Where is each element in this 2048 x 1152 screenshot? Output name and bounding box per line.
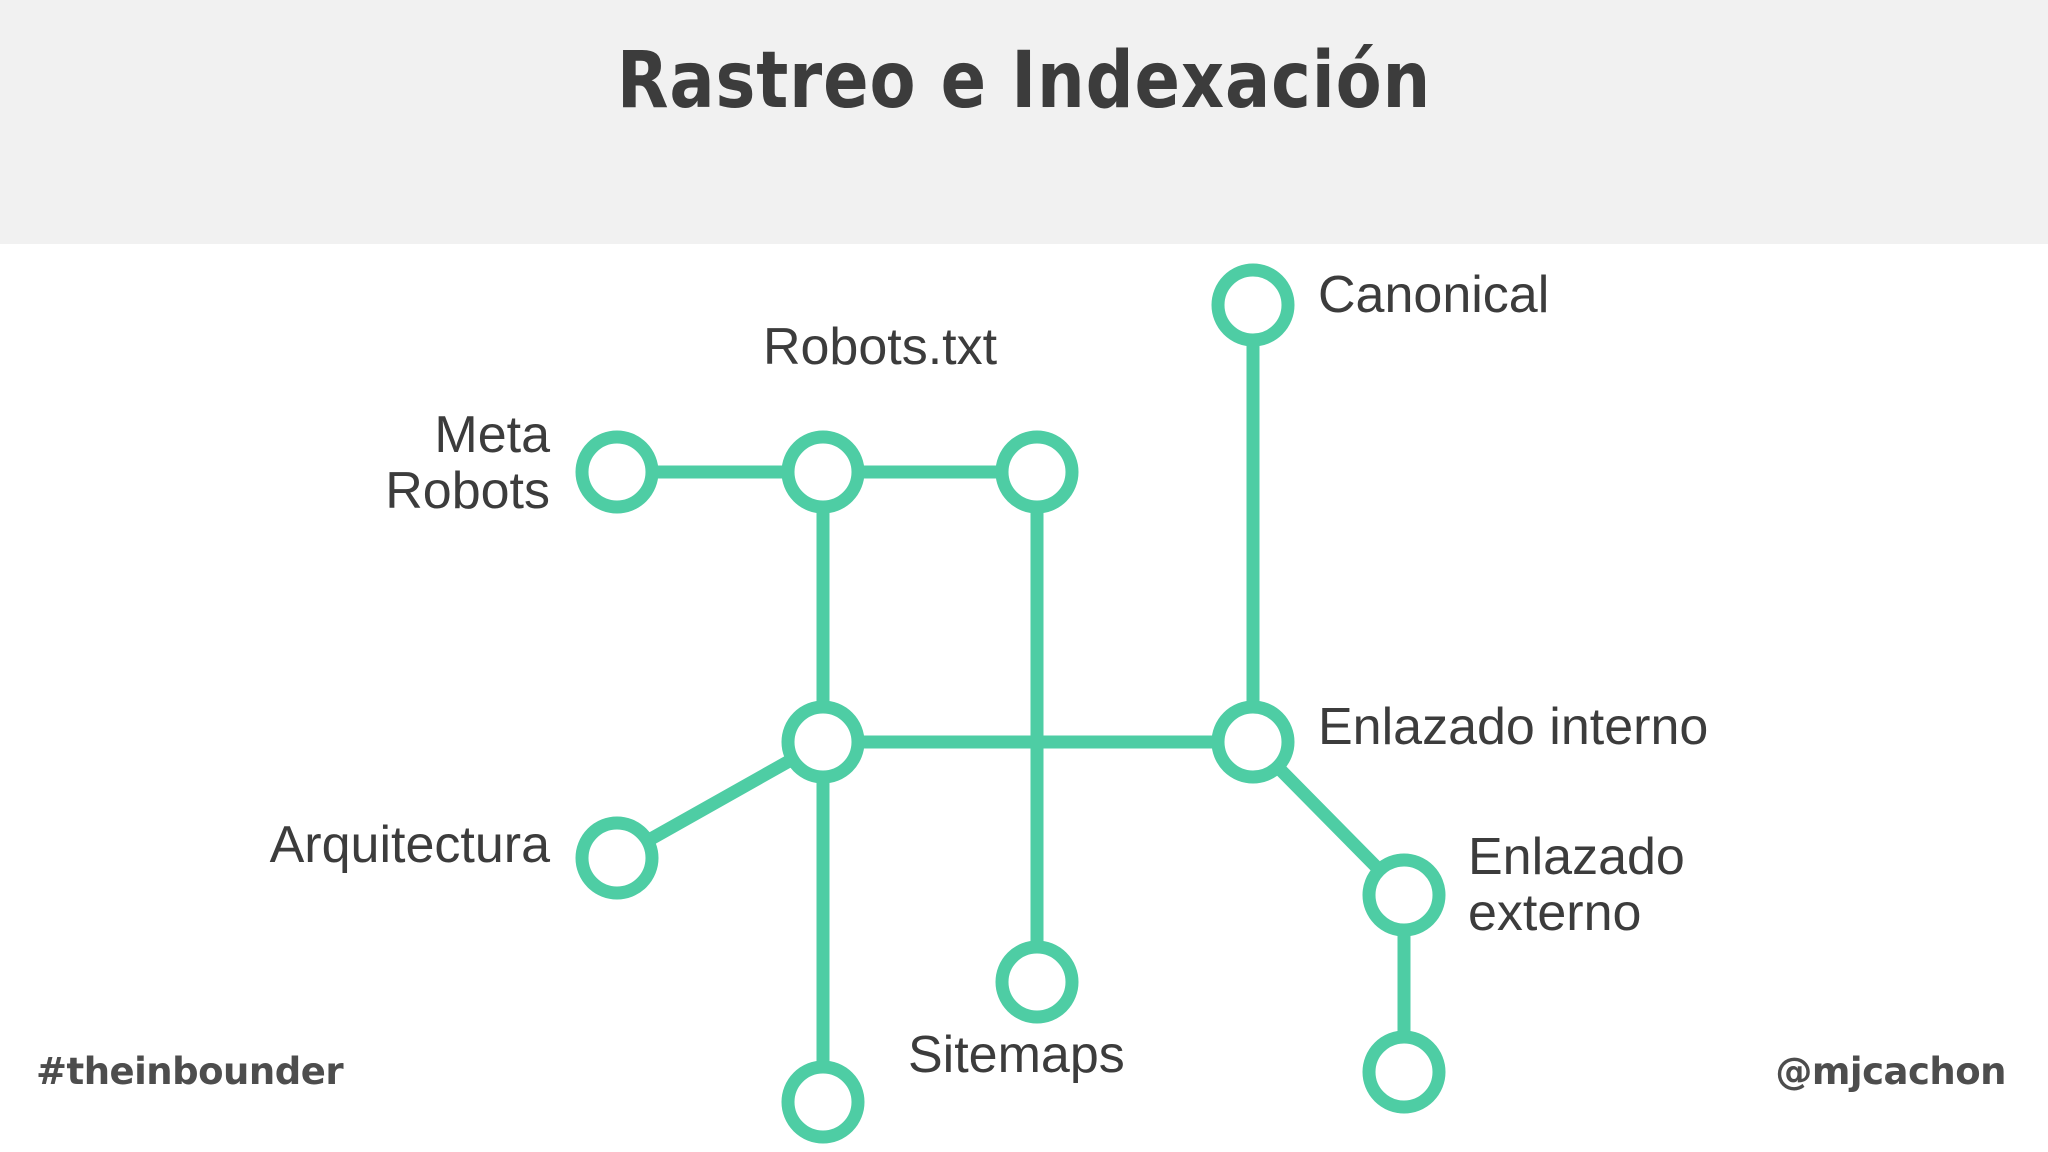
node-terminal-left[interactable]: [781, 1060, 865, 1144]
node-label-arquitectura: Arquitectura: [269, 816, 550, 874]
node-label-meta-robots: Meta Robots: [385, 406, 550, 520]
node-robots-txt-right[interactable]: [995, 430, 1079, 514]
node-enlazado-externo[interactable]: [1362, 853, 1446, 937]
footer-hashtag: #theinbounder: [36, 1050, 344, 1093]
node-terminal-right[interactable]: [1362, 1030, 1446, 1114]
node-label-robots-txt: Robots.txt: [762, 318, 998, 376]
node-enlazado-interno[interactable]: [1211, 700, 1295, 784]
node-robots-txt[interactable]: [781, 430, 865, 514]
node-label-sitemaps: Sitemaps: [908, 1026, 1125, 1084]
node-label-canonical: Canonical: [1318, 266, 1550, 324]
node-label-enlazado-interno: Enlazado interno: [1318, 698, 1709, 756]
diagram-nodes: [575, 263, 1446, 1144]
node-hub[interactable]: [781, 700, 865, 784]
node-sitemaps[interactable]: [995, 940, 1079, 1024]
page-title: Rastreo e Indexación: [616, 36, 1432, 126]
node-arquitectura[interactable]: [575, 816, 659, 900]
node-canonical[interactable]: [1211, 263, 1295, 347]
header-band: [0, 0, 2048, 244]
node-label-enlazado-externo: Enlazado externo: [1468, 828, 1685, 942]
footer-handle: @mjcachon: [1775, 1050, 2006, 1093]
node-meta-robots[interactable]: [575, 430, 659, 514]
